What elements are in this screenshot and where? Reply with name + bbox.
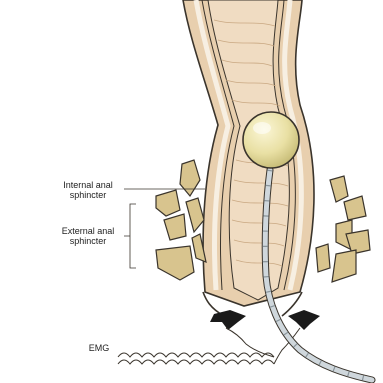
label-internal-line2: sphincter: [54, 190, 122, 200]
external-sphincter-bracket: [124, 204, 136, 268]
label-external-line2: sphincter: [54, 236, 122, 246]
rectal-balloon: [243, 112, 299, 168]
external-sphincter-right: [316, 176, 370, 282]
label-internal-anal-sphincter: Internal anal sphincter: [54, 180, 122, 200]
label-external-anal-sphincter: External anal sphincter: [54, 226, 122, 246]
emg-electrode-right: [288, 310, 320, 330]
emg-electrode-left: [210, 310, 246, 330]
external-sphincter-left: [156, 160, 206, 280]
label-emg: EMG: [84, 343, 114, 353]
label-internal-line1: Internal anal: [54, 180, 122, 190]
label-external-line1: External anal: [54, 226, 122, 236]
emg-wires: [118, 328, 300, 364]
